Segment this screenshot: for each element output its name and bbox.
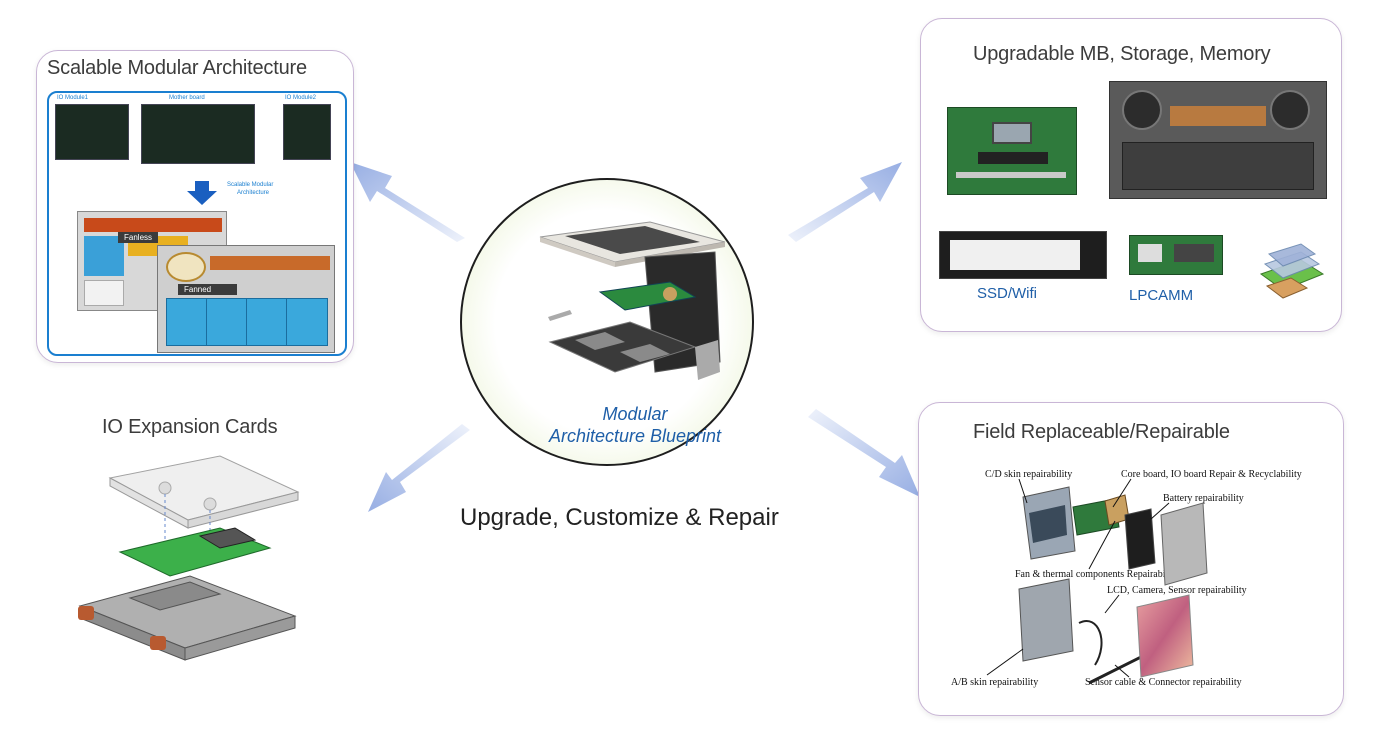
label-fanless: Fanless — [118, 232, 159, 243]
center-title: Modular Architecture Blueprint — [510, 403, 760, 447]
label-lpcamm: LPCAMM — [1129, 287, 1194, 304]
ssd-photo — [939, 231, 1107, 279]
label-sensor-cable: Sensor cable & Connector repairability — [1085, 677, 1242, 688]
arrow-to-field — [808, 409, 920, 497]
label-battery: Battery repairability — [1163, 493, 1244, 504]
io-expansion-card-exploded — [78, 455, 300, 661]
arrow-to-upgradable — [788, 162, 902, 242]
label-mother-board: Mother board — [169, 95, 205, 101]
arrow-to-io-cards — [368, 424, 470, 512]
label-ab-skin: A/B skin repairability — [951, 677, 1039, 688]
panel-scalable-modular: Scalable Modular Architecture IO Module1… — [36, 50, 354, 363]
panel-title-field: Field Replaceable/Repairable — [973, 421, 1230, 443]
lpcamm-photo — [1129, 235, 1223, 275]
fanned-chassis: Fanned — [157, 245, 335, 353]
label-cd-skin: C/D skin repairability — [985, 469, 1073, 480]
exploded-laptop-illustration — [539, 221, 726, 380]
io-module2-board — [283, 104, 331, 160]
center-title-line2: Architecture Blueprint — [548, 426, 722, 446]
label-lcd-camera: LCD, Camera, Sensor repairability — [1107, 585, 1247, 596]
down-arrow-icon — [187, 181, 217, 205]
panel-title-io-cards: IO Expansion Cards — [102, 416, 278, 438]
motherboard-photo — [947, 107, 1077, 195]
center-title-line1: Modular — [602, 404, 668, 424]
laptop-interior-photo — [1109, 81, 1327, 199]
label-io-module2: IO Module2 — [285, 95, 317, 101]
label-fanned: Fanned — [178, 284, 238, 295]
center-caption: Upgrade, Customize & Repair — [460, 504, 779, 531]
panel-title-scalable: Scalable Modular Architecture — [47, 57, 307, 79]
scalable-diagram-frame: IO Module1 Mother board IO Module2 Scala… — [47, 91, 347, 356]
label-scalable-arch: Scalable Modular Architecture — [227, 182, 274, 196]
panel-upgradable: Upgradable MB, Storage, Memory SSD/Wifi … — [920, 18, 1342, 332]
arrow-to-scalable — [350, 162, 465, 242]
memory-module-exploded — [1259, 243, 1325, 299]
label-io-module1: IO Module1 — [57, 95, 89, 101]
label-ssd-wifi: SSD/Wifi — [977, 285, 1037, 302]
panel-title-upgradable: Upgradable MB, Storage, Memory — [973, 43, 1271, 65]
label-core-board: Core board, IO board Repair & Recyclabil… — [1121, 469, 1302, 480]
mother-board — [141, 104, 255, 164]
io-module1-board — [55, 104, 129, 160]
panel-field-replaceable: Field Replaceable/Repairable C/D skin re… — [918, 402, 1344, 716]
label-fan-thermal: Fan & thermal components Repairability — [1015, 569, 1179, 580]
field-repair-parts-illustration — [986, 478, 1208, 685]
